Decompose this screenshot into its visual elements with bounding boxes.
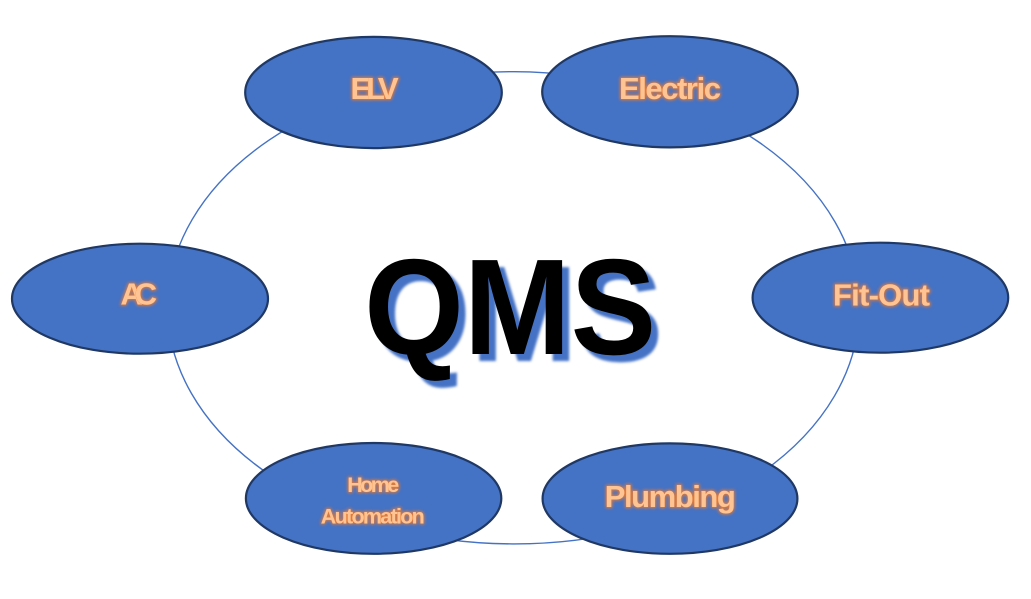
svg-text:Electric: Electric (619, 71, 721, 106)
svg-text:Electric: Electric (619, 71, 721, 106)
svg-text:AC: AC (121, 277, 158, 312)
svg-text:Automation: Automation (321, 504, 425, 528)
svg-text:Automation: Automation (321, 504, 425, 528)
svg-text:Home: Home (347, 473, 399, 497)
svg-text:QMS: QMS (371, 237, 663, 390)
svg-text:ELV: ELV (351, 71, 399, 106)
svg-text:ELV: ELV (351, 71, 399, 106)
svg-text:Home: Home (347, 473, 399, 497)
svg-text:QMS: QMS (364, 230, 656, 383)
svg-text:Plumbing: Plumbing (605, 479, 736, 514)
svg-text:Fit-Out: Fit-Out (833, 277, 930, 312)
svg-text:Fit-Out: Fit-Out (833, 277, 930, 312)
svg-text:Plumbing: Plumbing (605, 479, 736, 514)
svg-text:AC: AC (121, 277, 158, 312)
